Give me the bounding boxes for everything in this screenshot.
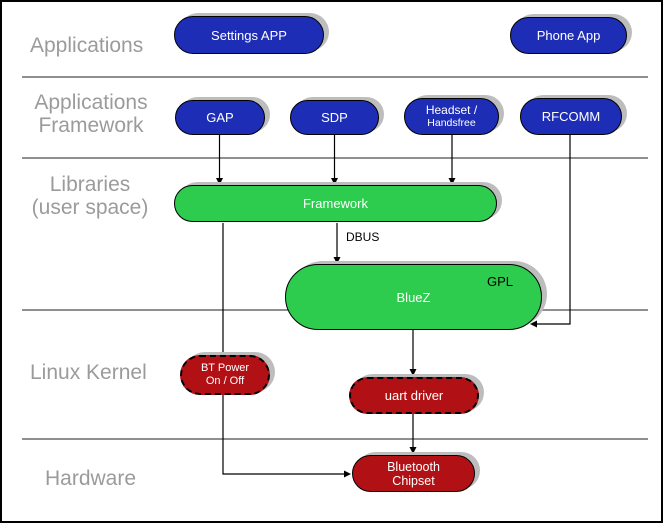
layer-label-linux-kernel: Linux Kernel: [30, 361, 147, 384]
edge-framework-to-chipset: [222, 223, 348, 475]
node-gap-label: GAP: [206, 110, 234, 125]
node-framework: Framework: [174, 185, 497, 222]
node-phone-app-label: Phone App: [536, 28, 601, 43]
node-bluez: GPL BlueZ: [285, 264, 542, 330]
node-sdp: SDP: [290, 100, 379, 135]
node-phone-app: Phone App: [510, 17, 627, 54]
node-bluez-label: BlueZ: [396, 289, 431, 305]
arrowhead-uart-chipset: [409, 447, 417, 454]
node-sdp-label: SDP: [321, 110, 348, 125]
node-bt-power: BT Power On / Off: [180, 355, 270, 395]
node-bt-power-label-line2: On / Off: [205, 375, 245, 387]
node-headset-handsfree: Headset / Handsfree: [404, 98, 499, 135]
arrowhead-bluez-uart: [409, 369, 417, 376]
layer-label-applications-framework: Applications Framework: [34, 91, 148, 137]
arrowhead-rfcomm: [530, 320, 537, 328]
node-gap: GAP: [175, 100, 265, 135]
node-framework-label: Framework: [302, 196, 368, 211]
edge-label-dbus: DBUS: [346, 230, 380, 244]
node-uart-driver-label: uart driver: [384, 388, 444, 403]
divider-kernel-hardware: [22, 438, 648, 440]
arrowhead-headset: [448, 178, 456, 185]
node-bluetooth-chipset: Bluetooth Chipset: [352, 455, 475, 492]
arrowhead-gap: [216, 178, 223, 185]
layer-label-hardware: Hardware: [45, 467, 137, 490]
node-settings-app-label: Settings APP: [211, 27, 287, 43]
node-rfcomm-label: RFCOMM: [541, 109, 601, 124]
layer-label-libraries-user-space: Libraries (user space): [31, 173, 149, 219]
node-headset-label-line1: Headset /: [425, 103, 478, 117]
node-bt-power-label-line1: BT Power: [200, 362, 250, 374]
node-uart-driver: uart driver: [349, 377, 479, 414]
gpl-annotation: GPL: [486, 274, 513, 289]
layer-label-applications: Applications: [30, 34, 144, 57]
node-chipset-label-line2: Chipset: [392, 473, 435, 488]
arrowhead-to-chipset-left: [344, 470, 351, 478]
arrowhead-sdp: [331, 178, 338, 185]
node-rfcomm: RFCOMM: [520, 98, 622, 135]
node-settings-app: Settings APP: [174, 16, 324, 54]
node-chipset-label-line1: Bluetooth: [387, 459, 440, 474]
arrowhead-dbus: [333, 257, 341, 264]
node-headset-label-line2: Handsfree: [427, 117, 476, 129]
divider-applications-framework: [22, 76, 648, 78]
edge-rfcomm-to-bluez: [532, 135, 571, 325]
